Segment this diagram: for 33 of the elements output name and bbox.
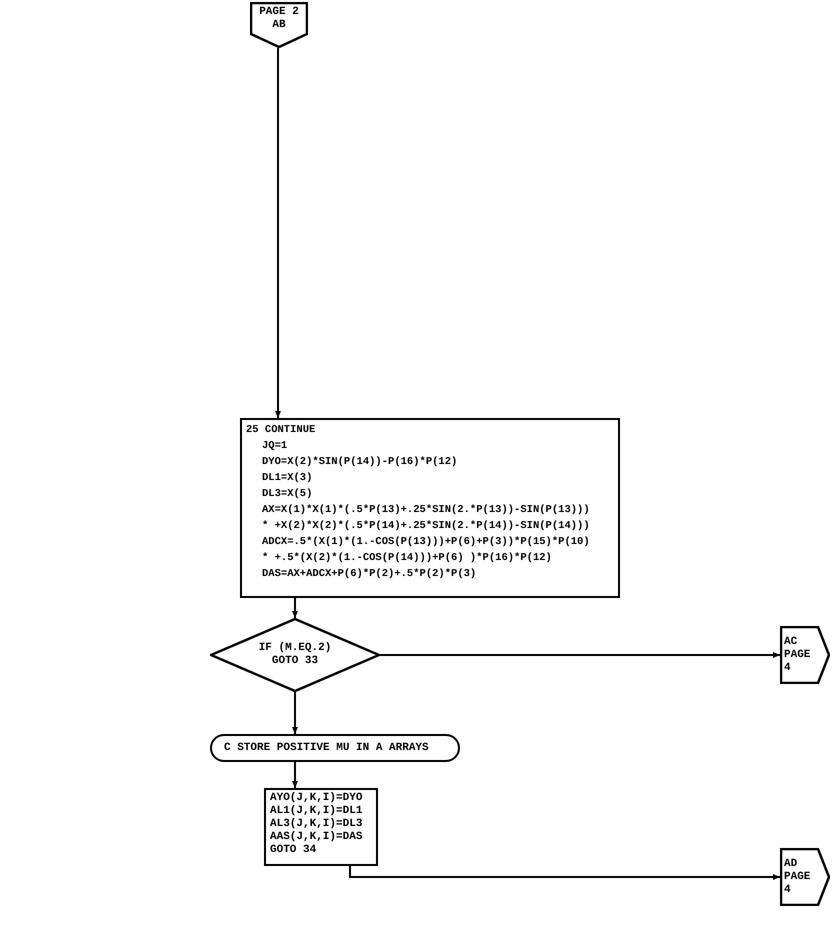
code-line: DAS=AX+ADCX+P(6)*P(2)+.5*P(2)*P(3) bbox=[261, 567, 478, 582]
code-line: C STORE POSITIVE MU IN A ARRAYS bbox=[224, 742, 429, 754]
code-line: DL3=X(5) bbox=[261, 487, 314, 502]
code-line: IF (M.EQ.2) GOTO 33 bbox=[258, 642, 332, 668]
arrow bbox=[292, 692, 298, 734]
off-page-connector bbox=[780, 626, 830, 684]
code-line: GOTO 34 bbox=[270, 844, 318, 857]
arrow bbox=[380, 652, 780, 658]
comment-box bbox=[210, 734, 460, 762]
code-line: ADCX=.5*(X(1)*(1.-COS(P(13)))+P(6)+P(3))*P(15)*P(10) bbox=[261, 535, 591, 550]
process-box bbox=[264, 788, 378, 866]
arrow bbox=[275, 48, 281, 418]
code-line: AL3(J,K,I)=DL3 bbox=[270, 818, 364, 831]
arrow bbox=[349, 866, 780, 880]
code-line: PAGE 2 AB bbox=[258, 6, 300, 32]
process-box bbox=[240, 418, 620, 598]
code-line: AL1(J,K,I)=DL1 bbox=[270, 805, 364, 818]
code-line: 25 CONTINUE bbox=[246, 423, 316, 438]
arrow bbox=[292, 598, 298, 618]
decision-diamond bbox=[210, 618, 380, 692]
code-line: DYO=X(2)*SIN(P(14))-P(16)*P(12) bbox=[261, 455, 458, 470]
code-line: AX=X(1)*X(1)*(.5*P(13)+.25*SIN(2.*P(13))-SIN(P(13))) bbox=[261, 503, 591, 518]
code-line: AD PAGE 4 bbox=[784, 858, 812, 896]
code-line: DL1=X(3) bbox=[261, 471, 314, 486]
code-line: AYO(J,K,I)=DYO bbox=[270, 792, 364, 805]
off-page-connector bbox=[250, 2, 308, 48]
code-line: * +X(2)*X(2)*(.5*P(14)+.25*SIN(2.*P(14))-SIN(P(14))) bbox=[261, 519, 591, 534]
code-line: AC PAGE 4 bbox=[784, 636, 812, 674]
code-line: AAS(J,K,I)=DAS bbox=[270, 831, 364, 844]
code-line: JQ=1 bbox=[261, 439, 288, 454]
off-page-connector bbox=[780, 848, 830, 906]
code-line: * +.5*(X(2)*(1.-COS(P(14)))+P(6) )*P(16)*P(12) bbox=[261, 551, 553, 566]
arrow bbox=[292, 762, 298, 788]
